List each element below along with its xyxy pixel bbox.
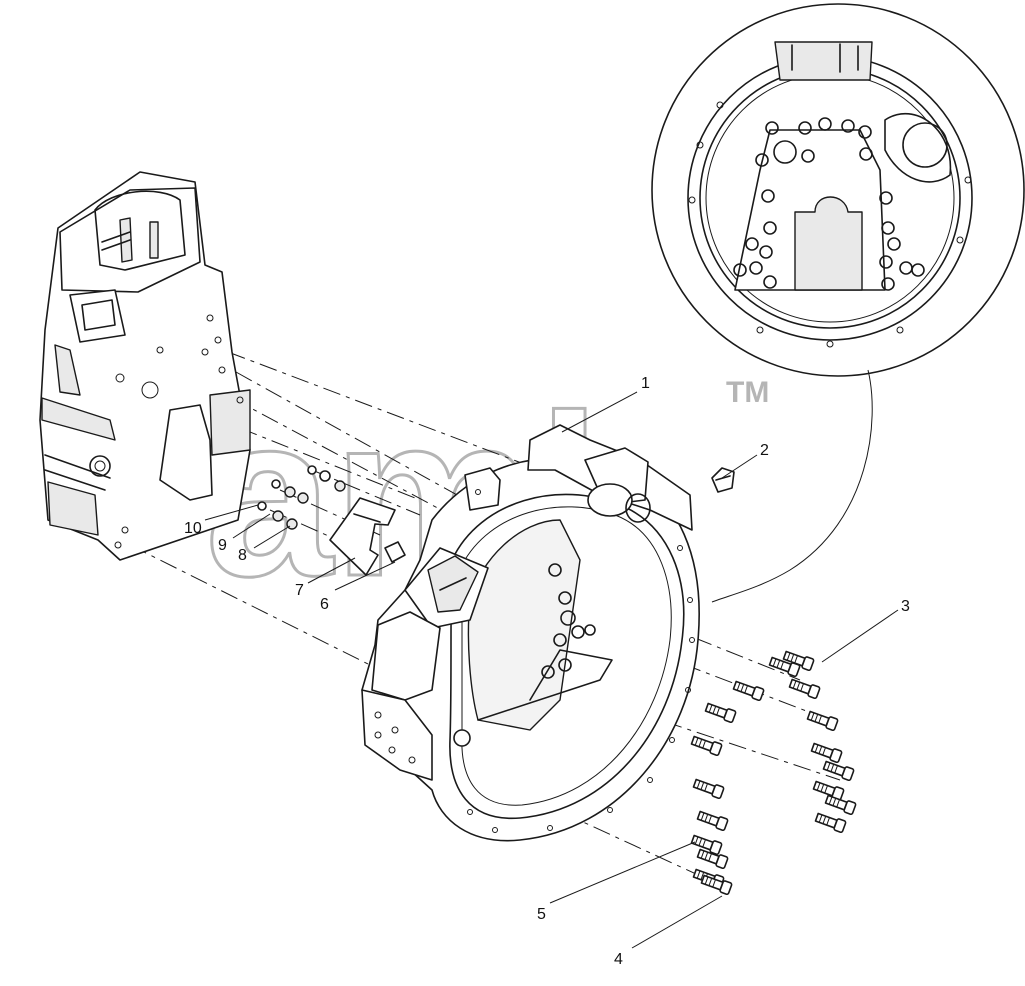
bolt <box>822 760 855 782</box>
callout-3: 3 <box>901 598 910 615</box>
callout-leaders <box>204 391 899 949</box>
bolt <box>692 778 725 800</box>
bolt <box>768 656 801 678</box>
callout-labels: 1 2 3 4 5 6 7 8 9 10 <box>184 375 910 968</box>
transmission-case <box>39 171 251 561</box>
callout-5: 5 <box>537 906 546 923</box>
flywheel-housing <box>361 424 735 842</box>
bolt <box>690 735 723 757</box>
callout-4: 4 <box>614 951 623 968</box>
callout-2: 2 <box>760 442 769 459</box>
detail-view <box>651 3 1025 603</box>
callout-9: 9 <box>218 537 227 554</box>
bolt <box>700 874 733 896</box>
bolt-set <box>690 650 857 896</box>
watermark-trademark: TM <box>726 376 769 409</box>
bolt <box>824 794 857 816</box>
callout-1: 1 <box>641 375 650 392</box>
bolt <box>812 780 845 802</box>
callout-8: 8 <box>238 547 247 564</box>
callout-7: 7 <box>295 582 304 599</box>
bolt <box>806 710 839 732</box>
bolt <box>814 812 847 834</box>
bolt <box>788 678 821 700</box>
bolt <box>732 680 765 702</box>
small-hardware <box>257 465 406 576</box>
bolt <box>690 834 723 856</box>
bolt <box>696 810 729 832</box>
callout-10: 10 <box>184 520 202 537</box>
bolt <box>704 702 737 724</box>
bolt <box>696 848 729 870</box>
bolt <box>810 742 843 764</box>
callout-6: 6 <box>320 596 329 613</box>
